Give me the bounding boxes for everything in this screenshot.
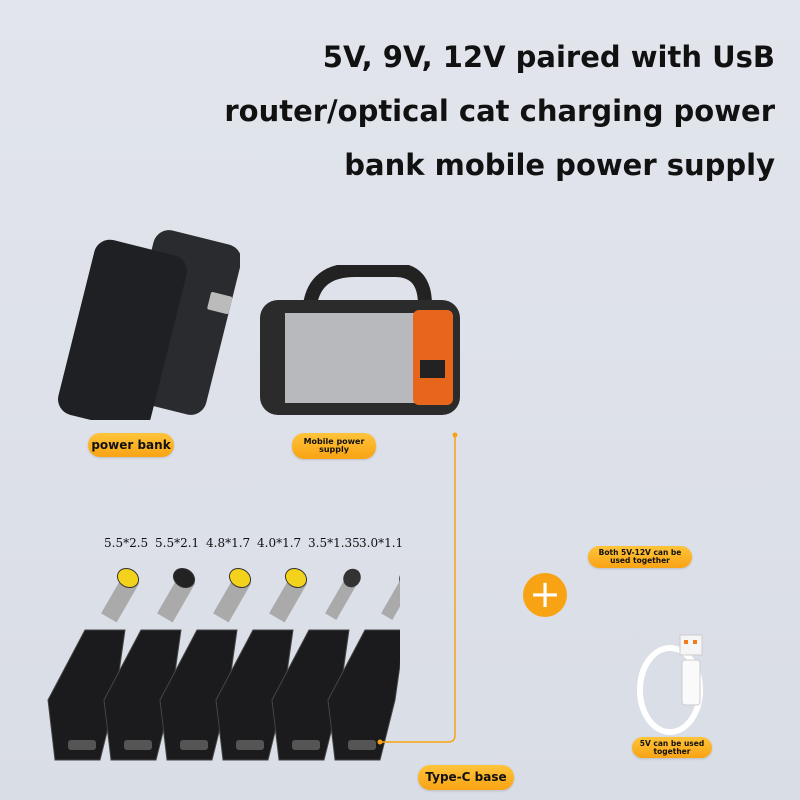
power-bank-image bbox=[58, 230, 240, 420]
tip-size: 3.0*1.1 bbox=[359, 536, 404, 550]
tip-size: 4.0*1.7 bbox=[257, 536, 302, 550]
headline-line-2: router/optical cat charging power bbox=[224, 94, 775, 128]
connector-line bbox=[377, 432, 458, 745]
headline-line-1: 5V, 9V, 12V paired with UsB bbox=[322, 40, 775, 74]
tip-sizes: 5.5*2.5 5.5*2.1 4.8*1.7 4.0*1.7 3.5*1.35… bbox=[104, 536, 410, 550]
dc-adapter bbox=[159, 567, 252, 761]
dc-adapter bbox=[215, 567, 308, 761]
dc-adapters-image bbox=[47, 567, 400, 761]
plus-icon: + bbox=[523, 573, 567, 617]
headline: 5V, 9V, 12V paired with UsB router/optic… bbox=[224, 30, 775, 192]
mobile-power-supply-image bbox=[260, 265, 460, 415]
dc-adapter bbox=[271, 568, 361, 761]
dc-adapter bbox=[103, 567, 196, 761]
tip-size: 3.5*1.35 bbox=[308, 536, 360, 550]
power-bank-label: power bank bbox=[88, 433, 174, 457]
usb-cable-image bbox=[637, 634, 703, 735]
headline-line-3: bank mobile power supply bbox=[344, 148, 775, 182]
mobile-power-supply-label: Mobile power supply bbox=[292, 433, 376, 459]
dc-adapter bbox=[47, 567, 140, 761]
tip-size: 5.5*2.1 bbox=[155, 536, 200, 550]
cable-5v-label: 5V can be used together bbox=[632, 737, 712, 758]
tip-size: 5.5*2.5 bbox=[104, 536, 149, 550]
both-voltage-label: Both 5V-12V can be used together bbox=[588, 546, 692, 568]
tip-size: 4.8*1.7 bbox=[206, 536, 251, 550]
dc-adapter bbox=[327, 568, 400, 761]
type-c-base-label: Type-C base bbox=[418, 765, 514, 790]
